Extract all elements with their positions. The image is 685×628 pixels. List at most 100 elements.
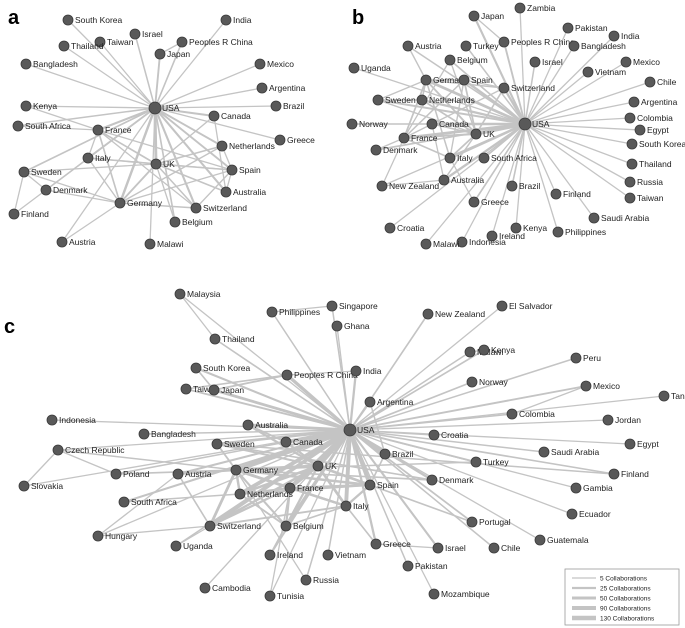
- node-label-norway: Norway: [359, 119, 389, 129]
- edge-france-italy: [403, 137, 451, 159]
- node-turkey: [470, 456, 482, 468]
- node-label-thailand: Thailand: [71, 41, 104, 51]
- node-label-argentina: Argentina: [377, 397, 414, 407]
- node-ireland: [264, 549, 276, 561]
- node-label-south-africa: South Africa: [131, 497, 177, 507]
- node-label-pakistan: Pakistan: [415, 561, 448, 571]
- edge-usa-france: [96, 106, 157, 132]
- node-denmark: [426, 474, 438, 486]
- node-label-ireland: Ireland: [277, 550, 303, 560]
- node-label-greece: Greece: [287, 135, 315, 145]
- node-label-bangladesh: Bangladesh: [33, 59, 78, 69]
- edge-germany-switzerland: [208, 468, 238, 528]
- node-peoples-r-china: [498, 36, 510, 48]
- node-label-usa: USA: [162, 103, 180, 113]
- node-label-australia: Australia: [233, 187, 266, 197]
- node-label-france: France: [297, 483, 324, 493]
- edge-usa-israel: [134, 33, 156, 109]
- node-austria: [56, 236, 68, 248]
- node-label-canada: Canada: [439, 119, 469, 129]
- legend-label-50: 50 Collaborations: [600, 596, 651, 603]
- edge-italy-switzerland: [209, 505, 347, 527]
- edge-usa-kenya: [349, 349, 485, 431]
- edge-france-switzerland: [208, 486, 292, 528]
- edge-taiwan-peoples-r-china: [185, 374, 288, 390]
- node-france: [398, 132, 410, 144]
- edge-usa-greece: [473, 123, 526, 203]
- node-label-malawi: Malawi: [157, 239, 184, 249]
- edge-philippines-singapore: [271, 305, 333, 313]
- node-label-sweden: Sweden: [31, 167, 62, 177]
- node-label-ireland: Ireland: [499, 231, 525, 241]
- edge-spain-brazil: [369, 453, 386, 486]
- edge-usa-australia: [246, 423, 352, 432]
- edge-uk-australia: [155, 163, 227, 193]
- node-brazil: [270, 100, 282, 112]
- edge-usa-egypt: [524, 123, 641, 131]
- node-label-spain: Spain: [377, 480, 399, 490]
- node-label-uk: UK: [163, 159, 175, 169]
- node-label-pakistan: Pakistan: [575, 23, 608, 33]
- node-bangladesh: [138, 428, 150, 440]
- edge-usa-slovakia: [23, 429, 351, 487]
- node-india: [220, 14, 232, 26]
- node-spain: [226, 164, 238, 176]
- node-label-slovakia: Slovakia: [31, 481, 63, 491]
- edge-finland-sweden: [13, 171, 25, 215]
- node-label-germany: Germany: [127, 198, 163, 208]
- edge-usa-peoples-r-china: [154, 41, 183, 109]
- edge-usa-greece: [348, 428, 378, 546]
- node-label-switzerland: Switzerland: [217, 521, 261, 531]
- node-label-netherlands: Netherlands: [429, 95, 475, 105]
- node-label-tunisia: Tunisia: [277, 591, 304, 601]
- node-colombia: [624, 112, 636, 124]
- node-japan: [468, 10, 480, 22]
- edge-usa-finland: [349, 429, 615, 475]
- edge-germany-spain: [234, 468, 372, 487]
- edge-canada-australia: [431, 123, 445, 181]
- node-label-guatemala: Guatemala: [547, 535, 589, 545]
- node-label-bangladesh: Bangladesh: [151, 429, 196, 439]
- edge-usa-czech-republic: [57, 429, 351, 451]
- node-label-denmark: Denmark: [53, 185, 88, 195]
- node-label-malawi: Malawi: [433, 239, 460, 249]
- node-usa: [518, 117, 532, 131]
- node-label-taiwan: Taiwan: [193, 384, 220, 394]
- edge-usa-thailand: [214, 338, 351, 431]
- node-spain: [364, 479, 376, 491]
- edge-usa-chile: [524, 81, 651, 125]
- edge-usa-ghana: [336, 325, 351, 431]
- node-japan: [208, 384, 220, 396]
- node-label-uk: UK: [325, 461, 337, 471]
- node-austria: [172, 468, 184, 480]
- edge-usa-spain: [462, 78, 527, 126]
- edge-usa-spain: [154, 107, 233, 171]
- node-label-chile: Chile: [501, 543, 521, 553]
- edge-usa-vietnam: [524, 71, 589, 125]
- node-label-portugal: Portugal: [479, 517, 511, 527]
- edge-france-italy: [288, 486, 348, 508]
- node-label-indonesia: Indonesia: [469, 237, 506, 247]
- node-jordan: [602, 414, 614, 426]
- node-label-mexico: Mexico: [593, 381, 620, 391]
- node-label-japan: Japan: [167, 49, 190, 59]
- node-el-salvador: [496, 300, 508, 312]
- node-label-india: India: [233, 15, 252, 25]
- edge-uk-italy: [449, 133, 477, 159]
- node-uganda: [348, 62, 360, 74]
- edge-usa-gambia: [349, 429, 577, 489]
- edge-usa-brazil: [154, 105, 277, 109]
- node-italy: [340, 500, 352, 512]
- edge-usa-canada: [153, 106, 216, 118]
- edge-usa-vietnam: [327, 429, 351, 556]
- node-tanzania: [658, 390, 670, 402]
- node-croatia: [384, 222, 396, 234]
- edge-usa-mexico: [524, 61, 627, 125]
- edge-france-south-africa: [17, 125, 99, 131]
- node-thailand: [626, 158, 638, 170]
- node-label-sweden: Sweden: [385, 95, 416, 105]
- edge-usa-norway: [349, 381, 473, 431]
- edge-uk-netherlands: [421, 99, 477, 135]
- node-mexico: [620, 56, 632, 68]
- node-label-uk: UK: [483, 129, 495, 139]
